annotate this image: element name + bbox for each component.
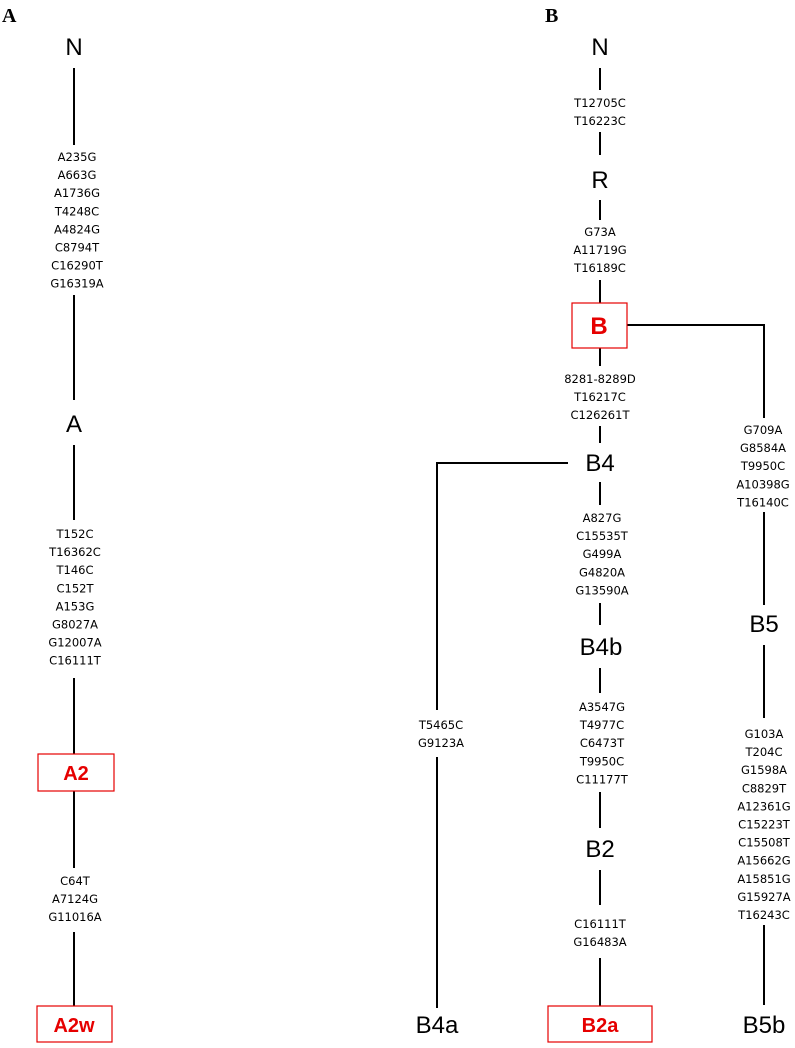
branch-b-b-b5-top: [627, 324, 765, 418]
mutation-label-b-b-b5: G709A: [744, 423, 783, 437]
mutation-label-b-b4b-b2: C6473T: [580, 736, 625, 750]
mutation-label-a-a-a2: C152T: [56, 581, 94, 595]
node-a-a2-box: [37, 753, 115, 792]
mutation-label-a-n-a: C16290T: [51, 259, 104, 273]
mutation-label-b-b5-b5b: G103A: [745, 727, 784, 741]
mutation-label-a-a-a2: C16111T: [49, 654, 102, 668]
mutation-label-b-r-b: G73A: [584, 225, 616, 239]
mutation-label-b-b-b4: C126261T: [571, 408, 631, 422]
mutation-label-b-b-b5: A10398G: [736, 477, 789, 491]
mutation-label-b-b-b4: 8281-8289D: [564, 372, 636, 386]
node-b-b2: B2: [585, 836, 614, 863]
node-a-n: N: [65, 34, 82, 61]
mutation-label-b-b-b5: T9950C: [740, 459, 785, 473]
node-b-b4a: B4a: [416, 1012, 459, 1039]
mutation-label-b-b4-b4a: T5465C: [418, 718, 463, 732]
node-a-a2: A2: [63, 763, 89, 785]
node-b-b5b: B5b: [743, 1012, 786, 1039]
mutation-label-b-b4-b4b: A827G: [583, 511, 622, 525]
mutation-label-b-b4-b4b: C15535T: [576, 529, 629, 543]
panel-b-label: B: [545, 5, 558, 27]
node-a-a: A: [66, 411, 82, 438]
node-b-b: B: [590, 313, 607, 340]
node-b-b2a: B2a: [582, 1015, 620, 1037]
mutation-label-a-a-a2: G12007A: [48, 636, 101, 650]
mutation-label-a-n-a: A235G: [58, 150, 97, 164]
mutation-label-b-b5-b5b: C15508T: [738, 836, 791, 850]
mutation-label-b-b-b4: T16217C: [573, 390, 626, 404]
mutation-labels: A235G A663G A1736G T4248C A4824G C8794T C16290…: [48, 96, 791, 949]
mutation-label-b-b4b-b2: C11177T: [576, 772, 629, 786]
mutation-label-b-b5-b5b: A15851G: [737, 872, 790, 886]
node-b-b-box: [571, 302, 628, 349]
mutation-label-a-n-a: G16319A: [50, 277, 103, 291]
mutation-label-b-b5-b5b: G1598A: [741, 763, 787, 777]
mutation-label-b-b5-b5b: T204C: [744, 745, 782, 759]
mutation-label-b-n-r: T16223C: [573, 114, 626, 128]
mutation-label-b-b4b-b2: A3547G: [579, 700, 625, 714]
mutation-label-b-b5-b5b: G15927A: [737, 890, 790, 904]
mutation-label-a-n-a: A1736G: [54, 186, 100, 200]
mutation-label-a-a2-a2w: G11016A: [48, 910, 101, 924]
mutation-label-a-a-a2: T152C: [55, 527, 93, 541]
mutation-label-a-a-a2: T16362C: [48, 545, 101, 559]
mutation-label-b-b5-b5b: A12361G: [737, 799, 790, 813]
node-b-b2a-box: [547, 1005, 653, 1043]
mutation-label-a-n-a: A663G: [58, 168, 97, 182]
node-a-a2w: A2w: [53, 1015, 95, 1037]
mutation-label-b-b4-b4b: G13590A: [575, 583, 628, 597]
node-b-b4: B4: [585, 450, 614, 477]
mutation-label-b-b2-b2a: C16111T: [574, 917, 627, 931]
mutation-label-b-n-r: T12705C: [573, 96, 626, 110]
node-b-r: R: [591, 167, 608, 194]
node-b-b4b: B4b: [580, 634, 623, 661]
mutation-label-b-r-b: T16189C: [573, 261, 626, 275]
mutation-label-b-b5-b5b: C15223T: [738, 818, 791, 832]
mutation-label-b-b4b-b2: T9950C: [579, 754, 624, 768]
mutation-label-b-b4-b4a: G9123A: [418, 736, 464, 750]
branch-b-b4-b4a-top: [436, 462, 568, 710]
mutation-label-a-a-a2: A153G: [56, 599, 95, 613]
mutation-label-b-r-b: A11719G: [573, 243, 626, 257]
mutation-label-a-a-a2: G8027A: [52, 618, 98, 632]
mutation-label-b-b-b5: T16140C: [736, 495, 789, 509]
mutation-label-b-b4-b4b: G499A: [583, 547, 622, 561]
mutation-label-a-n-a: T4248C: [54, 204, 99, 218]
mutation-label-a-n-a: C8794T: [55, 241, 100, 255]
panel-b-branches: [436, 68, 765, 1008]
mutation-label-a-a2-a2w: C64T: [60, 874, 91, 888]
panel-a-label: A: [2, 5, 17, 27]
mutation-label-b-b5-b5b: A15662G: [737, 854, 790, 868]
mutation-label-b-b2-b2a: G16483A: [573, 935, 626, 949]
mutation-label-b-b4-b4b: G4820A: [579, 565, 625, 579]
mutation-label-a-n-a: A4824G: [54, 222, 100, 236]
node-b-b5: B5: [749, 611, 778, 638]
node-b-n: N: [591, 34, 608, 61]
mutation-label-b-b5-b5b: C8829T: [742, 781, 787, 795]
mutation-label-b-b-b5: G8584A: [740, 441, 786, 455]
node-a-a2w-box: [36, 1005, 113, 1043]
mutation-label-a-a-a2: T146C: [55, 563, 93, 577]
mutation-label-a-a2-a2w: A7124G: [52, 892, 98, 906]
mutation-label-b-b5-b5b: T16243C: [737, 908, 790, 922]
mutation-label-b-b4b-b2: T4977C: [579, 718, 624, 732]
